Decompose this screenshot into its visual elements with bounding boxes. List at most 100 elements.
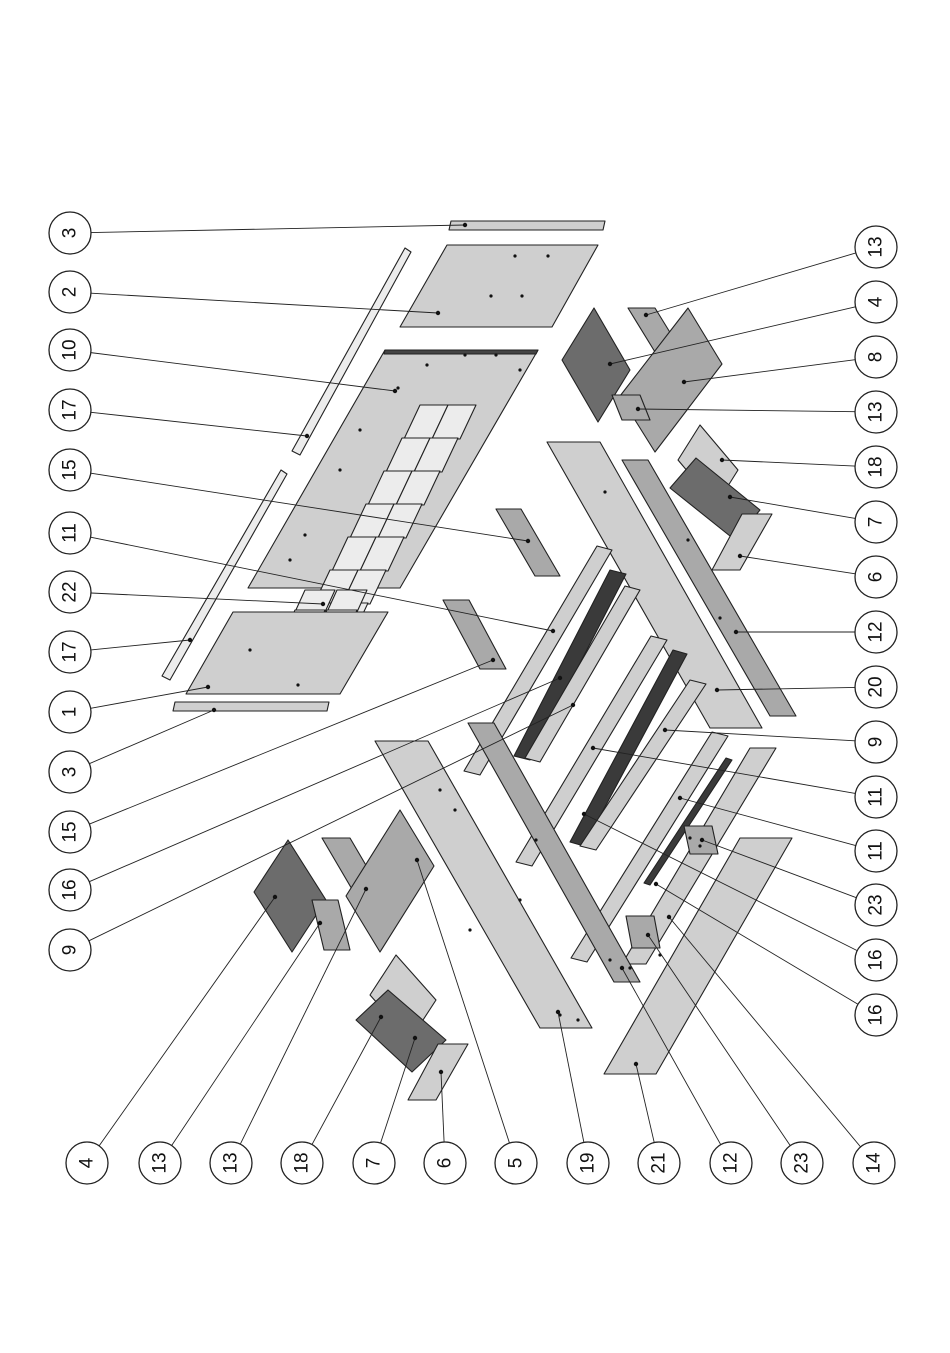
leader-dot (620, 966, 624, 970)
leader-dot (720, 458, 724, 462)
leader-dot (728, 495, 732, 499)
leader-line (722, 460, 855, 466)
bracket-13-bottom2 (312, 900, 350, 950)
hole-mark (463, 353, 466, 356)
hole-mark (534, 838, 537, 841)
hole-mark (489, 294, 492, 297)
callout-bubble: 16 (49, 869, 91, 911)
callout-label: 20 (866, 676, 887, 697)
leader-dot (738, 554, 742, 558)
leader-dot (646, 933, 650, 937)
callout-bubble: 17 (49, 631, 91, 673)
leader-line (91, 640, 190, 650)
callout-bubble: 13 (210, 1142, 252, 1184)
leader-dot (526, 539, 530, 543)
hole-mark (513, 254, 516, 257)
callout-bubble: 19 (567, 1142, 609, 1184)
callout-label: 4 (77, 1157, 98, 1168)
callout-bubble: 17 (49, 389, 91, 431)
callout-bubble: 18 (281, 1142, 323, 1184)
callout-bubble: 12 (855, 611, 897, 653)
leader-dot (700, 838, 704, 842)
leader-dot (608, 362, 612, 366)
panel-2 (400, 245, 598, 327)
plate-8 (620, 308, 722, 452)
callout-bubble: 11 (49, 512, 91, 554)
callout-bubble: 4 (855, 281, 897, 323)
callout-label: 3 (60, 767, 81, 778)
callout-label: 19 (578, 1152, 599, 1173)
callout-bubble: 9 (855, 721, 897, 763)
hole-mark (494, 353, 497, 356)
callout-label: 16 (60, 879, 81, 900)
hole-mark (698, 844, 701, 847)
callout-label: 15 (60, 821, 81, 842)
callout-bubble: 3 (49, 751, 91, 793)
callout-label: 21 (649, 1152, 670, 1173)
leader-dot (415, 858, 419, 862)
hole-mark (425, 363, 428, 366)
leader-dot (436, 311, 440, 315)
callout-label: 13 (150, 1152, 171, 1173)
hole-mark (468, 928, 471, 931)
callout-bubble: 14 (853, 1142, 895, 1184)
callout-bubble: 6 (855, 556, 897, 598)
hole-mark (396, 386, 399, 389)
leader-dot (206, 685, 210, 689)
leader-dot (321, 602, 325, 606)
leader-dot (491, 658, 495, 662)
leader-line (91, 412, 307, 436)
callout-bubble: 6 (424, 1142, 466, 1184)
callout-label: 13 (866, 401, 887, 422)
hole-mark (688, 836, 691, 839)
callout-label: 12 (721, 1152, 742, 1173)
leader-dot (582, 812, 586, 816)
callout-bubble: 10 (49, 329, 91, 371)
leader-dot (663, 728, 667, 732)
leader-dot (463, 223, 467, 227)
callout-label: 13 (866, 236, 887, 257)
hole-mark (608, 958, 611, 961)
hole-mark (438, 788, 441, 791)
callout-label: 6 (866, 572, 887, 583)
callout-label: 5 (506, 1158, 527, 1169)
panel-1 (186, 612, 388, 694)
hole-mark (453, 808, 456, 811)
leader-dot (556, 1010, 560, 1014)
hole-mark (546, 254, 549, 257)
hole-mark (358, 428, 361, 431)
callout-bubble: 18 (855, 446, 897, 488)
callout-label: 3 (60, 228, 81, 239)
callout-label: 17 (60, 399, 81, 420)
hole-mark (338, 468, 341, 471)
leader-line (636, 1064, 654, 1143)
leader-dot (667, 915, 671, 919)
callout-label: 22 (60, 581, 81, 602)
strip-3-top (449, 221, 605, 230)
callout-bubble: 16 (855, 994, 897, 1036)
leader-dot (636, 407, 640, 411)
hole-mark (718, 616, 721, 619)
callout-label: 13 (221, 1152, 242, 1173)
leader-dot (678, 796, 682, 800)
callout-bubble: 13 (139, 1142, 181, 1184)
callout-bubble: 1 (49, 691, 91, 733)
callout-label: 7 (364, 1158, 385, 1169)
callout-label: 9 (60, 945, 81, 956)
leader-line (89, 710, 214, 764)
leader-dot (413, 1036, 417, 1040)
leader-dot (393, 389, 397, 393)
callout-bubble: 11 (855, 776, 897, 818)
parts-layer (162, 221, 796, 1100)
callout-label: 23 (866, 894, 887, 915)
callout-bubble: 4 (66, 1142, 108, 1184)
hole-mark (520, 294, 523, 297)
callout-bubble: 15 (49, 811, 91, 853)
leader-dot (715, 688, 719, 692)
leader-dot (654, 882, 658, 886)
leader-line (91, 225, 465, 233)
callout-label: 12 (866, 621, 887, 642)
panel-10-edge (384, 350, 538, 354)
